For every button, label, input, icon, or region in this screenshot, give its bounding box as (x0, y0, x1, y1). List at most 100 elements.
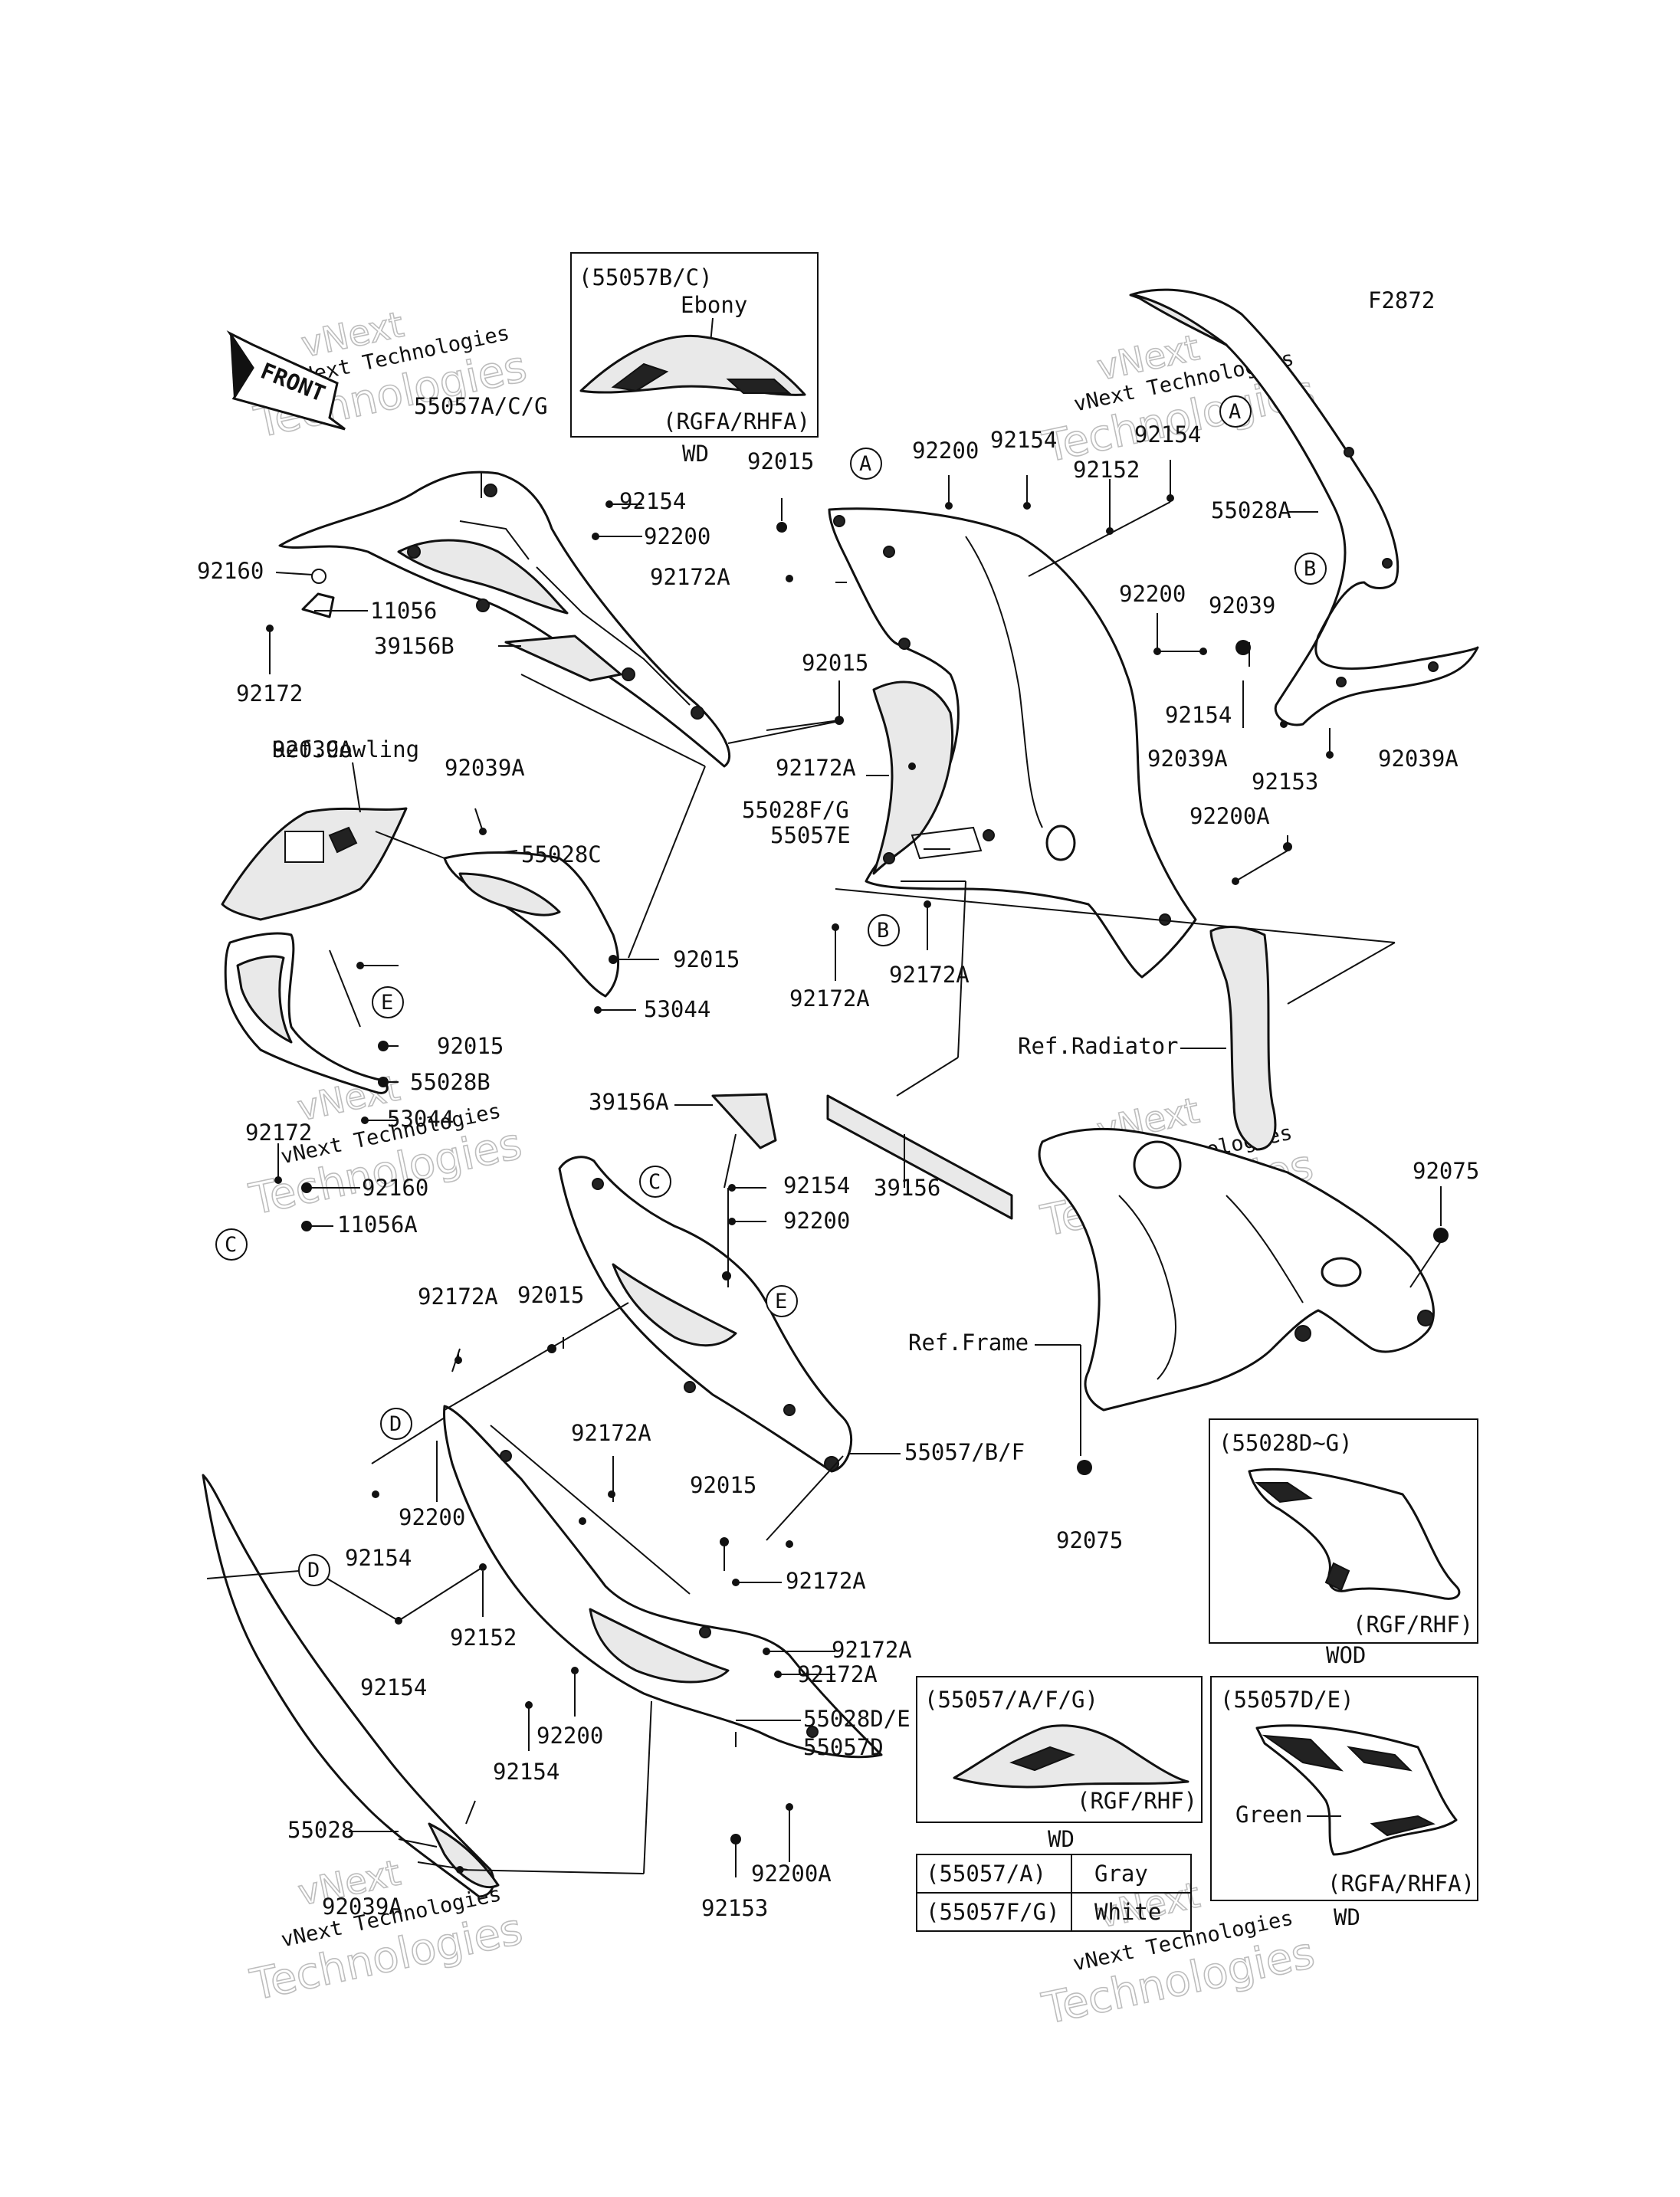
part-label: 92154 (493, 1759, 559, 1785)
strip-39156a (711, 1093, 777, 1149)
callout-e-center: E (766, 1285, 798, 1317)
part-label: 92039A (272, 736, 353, 762)
part-label: 92172A (889, 962, 970, 988)
part-label: 92200A (1189, 803, 1270, 829)
callout-letter: D (389, 1412, 402, 1436)
part-label: 11056A (337, 1212, 418, 1238)
part-label: 92172A (571, 1420, 651, 1446)
part-label: 92200 (536, 1723, 603, 1749)
part-label: 92200 (644, 523, 710, 549)
part-label: 92172A (786, 1568, 866, 1594)
part-label: 92015 (517, 1282, 584, 1308)
strip-39156 (826, 1094, 1013, 1220)
watermark-bottom-left: vNext vNext Technologies Technologies (245, 1851, 527, 2012)
part-label: 92172A (776, 755, 856, 781)
watermark-bottom-right: vNext vNext Technologies Technologies (1037, 1874, 1319, 2035)
callout-d-lower: D (298, 1554, 330, 1586)
callout-b-center: B (868, 914, 900, 946)
part-label: 92154 (345, 1545, 412, 1571)
inset-box-55057bc: (55057B/C) Ebony (RGFA/RHFA) WD (570, 252, 819, 467)
part-label: 55057D (803, 1734, 884, 1760)
hardware-markers (266, 494, 1449, 1874)
part-label: 92075 (1413, 1158, 1479, 1184)
part-label: 92200 (1119, 581, 1186, 607)
part-label: 92160 (197, 558, 264, 584)
color-table-color: Gray (1094, 1861, 1148, 1887)
part-label: 92160 (362, 1175, 428, 1201)
part-label: 92152 (1073, 457, 1140, 483)
part-label: 39156A (589, 1089, 669, 1115)
callout-letter: D (307, 1559, 320, 1582)
inset-box-model: (RGFA/RHFA) (1327, 1871, 1475, 1897)
diagram-code: F2872 (1368, 287, 1435, 313)
inset-box-model: (RGFA/RHFA) (663, 408, 810, 434)
inset-box-code: WD (1334, 1904, 1360, 1930)
part-label: 39156 (874, 1175, 940, 1201)
lower-cowl-55057bf (558, 1156, 853, 1473)
part-label: 92172A (797, 1661, 878, 1687)
cover-55028c (443, 851, 620, 998)
part-label: 92154 (783, 1172, 850, 1199)
part-label: 39156B (374, 633, 454, 659)
inset-box-title: (55057D/E) (1220, 1687, 1354, 1713)
inset-box-title: (55028D~G) (1219, 1430, 1353, 1456)
part-label: 55028B (410, 1069, 491, 1095)
inset-box-model: (RGF/RHF) (1353, 1612, 1473, 1638)
callout-letter: C (648, 1170, 661, 1194)
inset-box-title: (55057B/C) (579, 264, 713, 290)
part-label: 92015 (802, 650, 868, 676)
part-label: 92015 (690, 1472, 756, 1498)
part-label: 92015 (673, 946, 740, 972)
ref-cowling-label: Ref.Cowling (272, 736, 419, 762)
part-label: 92154 (619, 488, 686, 514)
part-label: 92172A (832, 1637, 912, 1663)
part-label: 92015 (747, 448, 814, 474)
part-label: 92154 (360, 1674, 427, 1700)
callout-letter: A (859, 452, 871, 476)
ref-cowling-part (221, 807, 408, 921)
part-label: 55028A (1211, 497, 1291, 523)
part-label: 92172 (245, 1120, 312, 1146)
part-label: 92154 (990, 427, 1057, 453)
part-label: 92200 (783, 1208, 850, 1234)
part-labels: 55057A/C/G 92154 92200 92160 11056 39156… (197, 393, 1479, 1921)
grommet-92160 (311, 569, 326, 584)
part-label: 55057E (770, 822, 851, 848)
callout-b-right: B (1294, 553, 1327, 585)
part-label: 53044 (387, 1106, 454, 1132)
inset-box-title: (55057/A/F/G) (924, 1687, 1098, 1713)
inset-box-color: Ebony (681, 292, 747, 318)
inset-box-55057de: (55057D/E) Green (RGFA/RHFA) WD (1210, 1676, 1478, 1930)
callout-e-left: E (372, 986, 404, 1018)
part-label: 92039A (1378, 746, 1459, 772)
bracket-11056 (301, 592, 335, 618)
inset-box-color: Green (1235, 1802, 1302, 1828)
color-table-part: (55057/A) (926, 1861, 1046, 1887)
part-label: 55028 (287, 1817, 354, 1843)
part-label: 55057A/C/G (414, 393, 548, 419)
part-label: 92153 (1252, 769, 1318, 795)
part-label: 92075 (1056, 1527, 1123, 1553)
part-label: 92172 (236, 680, 303, 707)
color-table-color: White (1094, 1899, 1161, 1925)
part-label: 55028F/G (742, 797, 849, 823)
inset-box-55057afg: (55057/A/F/G) (RGF/RHF) WD (916, 1676, 1203, 1852)
watermark-top-right: vNext vNext Technologies Technologies (1038, 326, 1320, 473)
strip-39156b (504, 635, 622, 682)
inset-box-code: WD (682, 441, 709, 467)
ref-frame-part (1038, 1127, 1435, 1412)
cover-55028b (224, 932, 389, 1094)
color-table-part: (55057F/G) (926, 1899, 1060, 1925)
part-label: 55028D/E (803, 1706, 911, 1732)
callout-c-center: C (639, 1166, 671, 1198)
lower-cowl-55028de (443, 1405, 883, 1759)
inset-box-55028dg: (55028D~G) (RGF/RHF) WOD (1209, 1418, 1478, 1668)
part-label: 92039 (1209, 592, 1275, 618)
part-label: 92039A (445, 755, 525, 781)
callout-letter: E (775, 1290, 787, 1313)
ref-radiator-part (1209, 926, 1277, 1151)
part-label: 92152 (450, 1625, 517, 1651)
callout-letter: B (877, 919, 889, 943)
part-label: 92172A (650, 564, 730, 590)
